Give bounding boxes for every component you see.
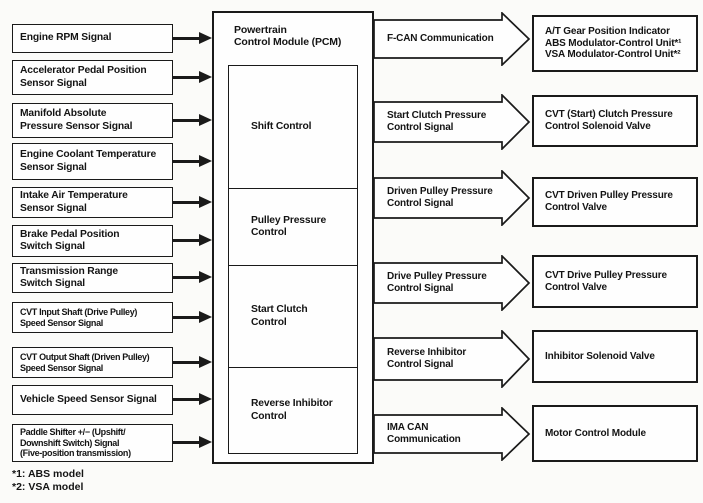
input-box-intake-air-temperature: Intake Air Temperature Sensor Signal (12, 187, 173, 218)
output-target-label: CVT Driven Pulley Pressure Control Valve (545, 190, 673, 213)
input-box-manifold-absolute-pressure: Manifold Absolute Pressure Sensor Signal (12, 103, 173, 138)
input-arrow-icon (173, 234, 212, 246)
output-signal-text: Drive Pulley Pressure Control Signal (387, 271, 487, 294)
input-box-cvt-output-shaft-speed: CVT Output Shaft (Driven Pulley) Speed S… (12, 347, 173, 378)
input-label: Transmission Range Switch Signal (20, 265, 119, 289)
input-box-engine-coolant-temperature: Engine Coolant Temperature Sensor Signal (12, 143, 173, 180)
input-arrow-icon (173, 114, 212, 126)
output-box-motor-control-module: Motor Control Module (532, 405, 698, 462)
input-arrow-icon (173, 32, 212, 44)
output-arrow-icon (374, 407, 531, 461)
input-label: CVT Output Shaft (Driven Pulley) Speed S… (20, 351, 150, 373)
pcm-section-start-clutch-control: Start Clutch Control (229, 266, 357, 368)
input-label: Vehicle Speed Sensor Signal (20, 393, 157, 405)
pcm-section-pulley-pressure-control: Pulley Pressure Control (229, 189, 357, 266)
output-signal-text: F-CAN Communication (387, 33, 494, 45)
input-label: Accelerator Pedal Position Sensor Signal (20, 65, 147, 89)
output-signal-label-driven-pulley-pressure: Driven Pulley Pressure Control Signal (387, 178, 503, 218)
input-box-paddle-shifter: Paddle Shifter +/− (Upshift/ Downshift S… (12, 424, 173, 462)
footnotes: *1: ABS model *2: VSA model (12, 468, 84, 494)
pcm-section-reverse-inhibitor-control: Reverse Inhibitor Control (229, 368, 357, 453)
input-arrow-icon (173, 436, 212, 448)
output-arrow-icon (374, 94, 531, 150)
input-label: Engine Coolant Temperature Sensor Signal (20, 149, 157, 173)
input-label: Engine RPM Signal (20, 32, 112, 44)
input-label: Brake Pedal Position Switch Signal (20, 228, 120, 252)
output-box-gear-indicator-abs-vsa: A/T Gear Position Indicator ABS Modulato… (532, 15, 698, 72)
input-box-vehicle-speed: Vehicle Speed Sensor Signal (12, 385, 173, 415)
output-arrow-icon (374, 12, 531, 66)
output-signal-label-start-clutch-pressure: Start Clutch Pressure Control Signal (387, 102, 503, 142)
input-arrow-icon (173, 196, 212, 208)
output-box-driven-pulley-control-valve: CVT Driven Pulley Pressure Control Valve (532, 177, 698, 227)
input-box-brake-pedal-position: Brake Pedal Position Switch Signal (12, 225, 173, 257)
output-signal-label-drive-pulley-pressure: Drive Pulley Pressure Control Signal (387, 263, 503, 303)
input-label: Intake Air Temperature Sensor Signal (20, 190, 128, 214)
pcm-section-label: Shift Control (251, 120, 312, 132)
pcm-title: Powertrain Control Module (PCM) (234, 24, 342, 49)
input-box-engine-rpm: Engine RPM Signal (12, 24, 173, 53)
pcm-section-label: Start Clutch Control (251, 304, 308, 328)
input-arrow-icon (173, 356, 212, 368)
output-arrow-icon (374, 170, 531, 226)
output-signal-label-fcan: F-CAN Communication (387, 20, 503, 58)
input-arrow-icon (173, 155, 212, 167)
input-arrow-icon (173, 271, 212, 283)
output-target-label: CVT Drive Pulley Pressure Control Valve (545, 269, 667, 293)
pcm-section-label: Pulley Pressure Control (251, 214, 327, 238)
output-box-start-clutch-solenoid-valve: CVT (Start) Clutch Pressure Control Sole… (532, 95, 698, 147)
output-signal-text: Driven Pulley Pressure Control Signal (387, 186, 493, 209)
output-signal-text: Reverse Inhibitor Control Signal (387, 347, 467, 370)
footnote-vsa-model: *2: VSA model (12, 481, 84, 494)
input-arrow-icon (173, 311, 212, 323)
input-label: Paddle Shifter +/− (Upshift/ Downshift S… (20, 427, 131, 459)
input-label: Manifold Absolute Pressure Sensor Signal (20, 108, 133, 132)
output-box-drive-pulley-control-valve: CVT Drive Pulley Pressure Control Valve (532, 255, 698, 308)
output-target-label: CVT (Start) Clutch Pressure Control Sole… (545, 109, 673, 132)
input-box-cvt-input-shaft-speed: CVT Input Shaft (Drive Pulley) Speed Sen… (12, 302, 173, 333)
input-arrow-icon (173, 71, 212, 83)
pcm-section-label: Reverse Inhibitor Control (251, 398, 333, 422)
input-label: CVT Input Shaft (Drive Pulley) Speed Sen… (20, 306, 138, 328)
output-arrow-icon (374, 255, 531, 311)
output-arrow-icon (374, 330, 531, 388)
output-target-label: Motor Control Module (545, 427, 646, 439)
input-box-accelerator-pedal-position: Accelerator Pedal Position Sensor Signal (12, 60, 173, 95)
pcm-section-shift-control: Shift Control (229, 66, 357, 189)
output-target-label: Inhibitor Solenoid Valve (545, 350, 655, 362)
output-signal-text: Start Clutch Pressure Control Signal (387, 110, 487, 133)
output-signal-label-ima-can: IMA CAN Communication (387, 415, 503, 453)
footnote-abs-model: *1: ABS model (12, 468, 84, 480)
output-target-label: A/T Gear Position Indicator ABS Modulato… (545, 25, 682, 61)
input-arrow-icon (173, 393, 212, 405)
output-signal-label-reverse-inhibitor: Reverse Inhibitor Control Signal (387, 338, 503, 380)
pcm-control-functions-box: Shift Control Pulley Pressure Control St… (228, 65, 358, 454)
output-signal-text: IMA CAN Communication (387, 422, 461, 445)
input-box-transmission-range: Transmission Range Switch Signal (12, 263, 173, 293)
output-box-inhibitor-solenoid-valve: Inhibitor Solenoid Valve (532, 330, 698, 383)
